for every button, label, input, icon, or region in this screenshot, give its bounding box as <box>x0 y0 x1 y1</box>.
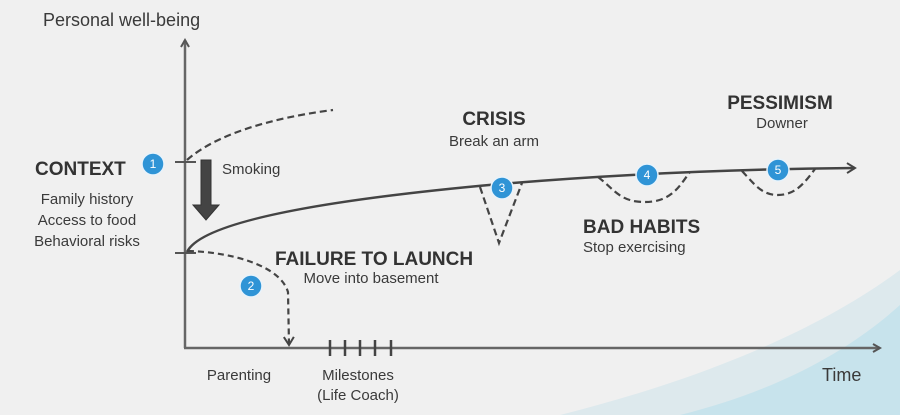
crisis-dip <box>478 182 524 247</box>
smoking-arrow-icon <box>191 159 221 221</box>
milestones-label: Milestones <box>322 367 394 384</box>
context-item: Behavioral risks <box>34 233 140 250</box>
potential-curve <box>186 108 334 161</box>
failure-title: FAILURE TO LAUNCH <box>275 249 473 270</box>
badge-2: 2 <box>239 274 263 298</box>
svg-text:3: 3 <box>499 181 506 195</box>
x-axis-label: Time <box>822 365 861 385</box>
badge-4: 4 <box>635 163 659 187</box>
svg-text:2: 2 <box>248 279 255 293</box>
failure-curve <box>187 249 295 347</box>
pessimism-title: PESSIMISM <box>727 93 833 114</box>
main-trajectory <box>185 162 857 253</box>
crisis-title: CRISIS <box>462 109 525 130</box>
crisis-subtitle: Break an arm <box>449 133 539 150</box>
pessimism-dip <box>741 168 816 197</box>
pessimism-subtitle: Downer <box>756 115 808 132</box>
context-item: Family history <box>41 191 134 208</box>
failure-subtitle: Move into basement <box>303 270 439 287</box>
milestone-ticks <box>328 340 393 356</box>
smoking-label: Smoking <box>222 161 280 178</box>
bad-habits-subtitle: Stop exercising <box>583 239 686 256</box>
background-wave-2 <box>680 305 900 415</box>
bad-habits-title: BAD HABITS <box>583 217 700 238</box>
svg-text:5: 5 <box>775 163 782 177</box>
life-coach-label: (Life Coach) <box>317 387 399 404</box>
svg-text:1: 1 <box>150 157 157 171</box>
y-axis-label: Personal well-being <box>43 10 200 30</box>
badge-5: 5 <box>766 158 790 182</box>
parenting-label: Parenting <box>207 367 271 384</box>
context-item: Access to food <box>38 212 136 229</box>
bad-habits-dip <box>597 171 691 204</box>
context-title: CONTEXT <box>35 159 126 180</box>
badge-1: 1 <box>141 152 165 176</box>
badge-3: 3 <box>490 176 514 200</box>
svg-text:4: 4 <box>644 168 651 182</box>
